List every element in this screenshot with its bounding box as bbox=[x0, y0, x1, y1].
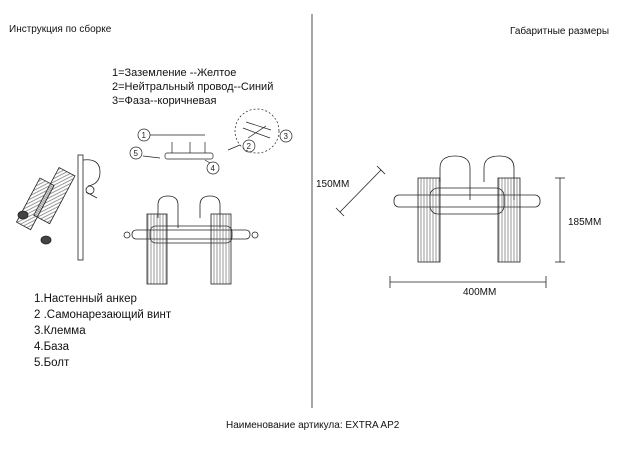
height-label: 185MM bbox=[568, 217, 602, 228]
width-label: 400MM bbox=[463, 287, 497, 298]
wiring-neutral: 2=Нейтральный провод--Синий bbox=[112, 81, 274, 93]
callout-4: 4 bbox=[211, 164, 216, 173]
wiring-phase: 3=Фаза--коричневая bbox=[112, 95, 217, 107]
front-view-drawing bbox=[123, 195, 259, 285]
callout-circle-2 bbox=[242, 139, 256, 153]
part-wall-anchor: 1.Настенный анкер bbox=[34, 293, 137, 305]
callout-2: 2 bbox=[247, 142, 252, 151]
part-terminal: 3.Клемма bbox=[34, 325, 86, 337]
part-base: 4.База bbox=[34, 341, 70, 353]
mounting-detail-drawing bbox=[129, 108, 293, 175]
dimension-drawing bbox=[335, 155, 565, 288]
assembly-instructions-title: Инструкция по сборке bbox=[9, 24, 112, 35]
depth-label: 150MM bbox=[316, 179, 350, 190]
article-name: Наименование артикула: EXTRA AP2 bbox=[226, 420, 400, 431]
callout-5: 5 bbox=[134, 149, 139, 158]
part-bolt: 5.Болт bbox=[34, 357, 70, 369]
wiring-ground: 1=Заземление --Желтое bbox=[112, 67, 237, 79]
side-view-drawing bbox=[15, 154, 101, 261]
callout-3: 3 bbox=[284, 132, 289, 141]
parts-list: 1.Настенный анкер 2 .Самонарезающий винт… bbox=[34, 291, 171, 371]
wiring-legend: 1=Заземление --Желтое 2=Нейтральный пров… bbox=[112, 66, 273, 108]
callout-circle-3 bbox=[279, 129, 293, 143]
part-self-tapping-screw: 2 .Самонарезающий винт bbox=[34, 309, 172, 321]
callout-circle-4 bbox=[206, 161, 220, 175]
dimensions-title: Габаритные размеры bbox=[510, 26, 610, 37]
callout-circle-5 bbox=[129, 146, 143, 160]
callout-1: 1 bbox=[142, 131, 147, 140]
